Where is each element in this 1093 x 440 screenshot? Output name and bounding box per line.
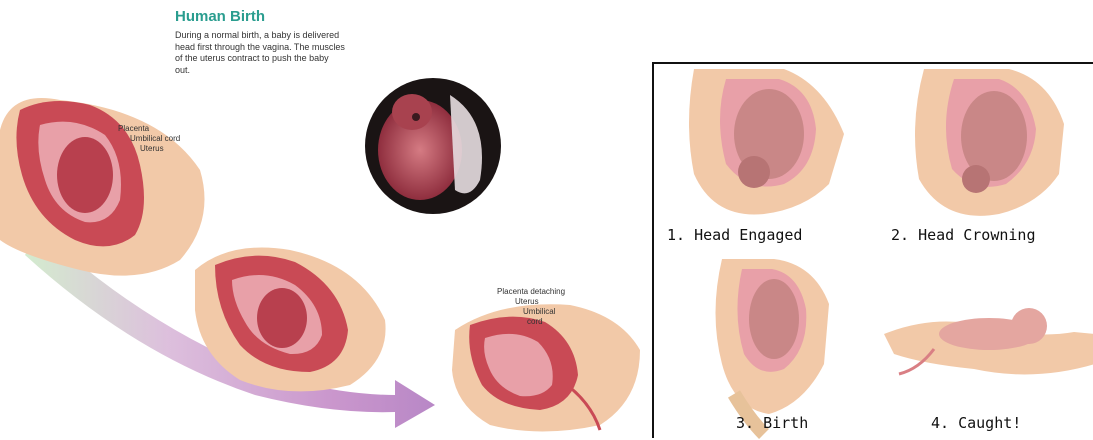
intro-paragraph: During a normal birth, a baby is deliver… xyxy=(175,30,345,76)
stage-head-crowning-illustration xyxy=(915,69,1064,216)
stage-label-head-crowning: 2. Head Crowning xyxy=(891,226,1036,244)
callout-line: Uterus xyxy=(497,297,565,307)
stage-label-birth: 3. Birth xyxy=(736,414,808,432)
stage-label-head-engaged: 1. Head Engaged xyxy=(667,226,802,244)
birth-stages-illustration xyxy=(654,64,1093,440)
stage-birth-illustration xyxy=(716,259,830,434)
callout-placenta: Placenta Umbilical cord Uterus xyxy=(118,124,180,154)
stage-caught-illustration xyxy=(884,308,1093,374)
page-title: Human Birth xyxy=(175,8,265,25)
callout-line: Uterus xyxy=(118,144,180,154)
callout-line: Umbilical cord xyxy=(118,134,180,144)
left-illustration-panel: Human Birth During a normal birth, a bab… xyxy=(0,0,650,438)
callout-line: Umbilical xyxy=(497,307,565,317)
callout-line: cord xyxy=(497,317,565,327)
stage-label-caught: 4. Caught! xyxy=(931,414,1021,432)
callout-placenta-detaching: Placenta detaching Uterus Umbilical cord xyxy=(497,287,565,327)
callout-heading: Placenta xyxy=(118,124,180,134)
callout-heading: Placenta detaching xyxy=(497,287,565,297)
newborn-photo-circle xyxy=(365,78,501,214)
right-stages-panel: 1. Head Engaged 2. Head Crowning 3. Birt… xyxy=(652,62,1093,438)
stage-head-engaged-illustration xyxy=(689,69,844,215)
